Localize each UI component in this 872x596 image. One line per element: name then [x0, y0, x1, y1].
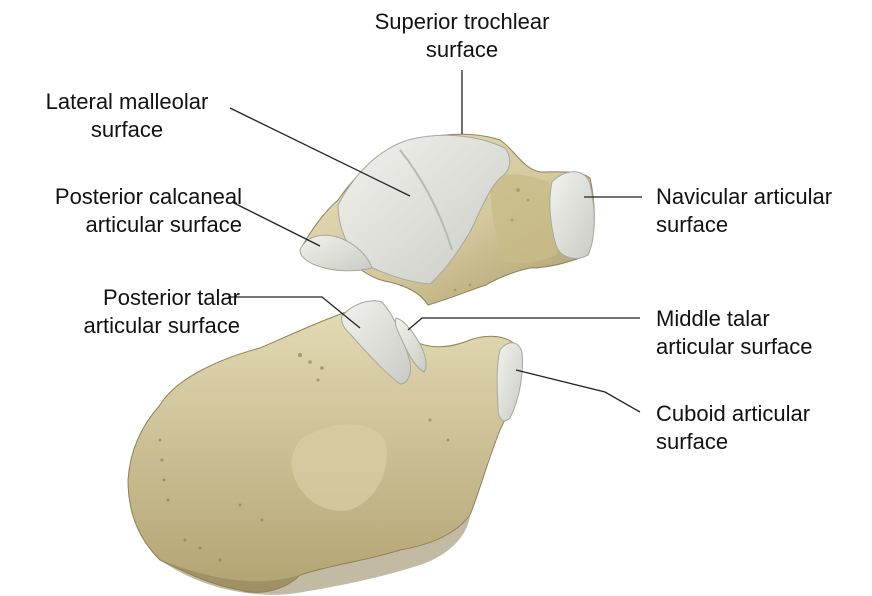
label-cuboid-articular-surface: Cuboid articular surface	[656, 400, 866, 456]
label-line-2: surface	[656, 428, 866, 456]
leader-cuboid	[516, 370, 640, 412]
label-middle-talar-articular-surface: Middle talar articular surface	[656, 305, 866, 361]
label-line-2: articular surface	[656, 333, 866, 361]
label-navicular-articular-surface: Navicular articular surface	[656, 183, 870, 239]
leader-middle-talar	[408, 318, 640, 330]
label-line-1: Superior trochlear	[358, 8, 566, 36]
talus-neck	[490, 174, 559, 263]
calcaneus-bone	[128, 301, 523, 595]
label-line-1: Middle talar	[656, 305, 866, 333]
label-line-1: Posterior calcaneal	[4, 183, 242, 211]
talus-bone	[300, 134, 594, 305]
label-line-2: surface	[32, 116, 222, 144]
label-line-1: Cuboid articular	[656, 400, 866, 428]
label-posterior-calcaneal-articular-surface: Posterior calcaneal articular surface	[4, 183, 242, 239]
label-superior-trochlear-surface: Superior trochlear surface	[358, 8, 566, 64]
label-posterior-talar-articular-surface: Posterior talar articular surface	[22, 284, 240, 340]
cuboid-articular-surface	[497, 343, 522, 421]
navicular-articular-surface	[550, 172, 594, 259]
label-line-1: Lateral malleolar	[32, 88, 222, 116]
label-line-2: surface	[656, 211, 870, 239]
label-line-2: articular surface	[4, 211, 242, 239]
label-line-1: Posterior talar	[22, 284, 240, 312]
label-line-2: surface	[358, 36, 566, 64]
label-lateral-malleolar-surface: Lateral malleolar surface	[32, 88, 222, 144]
label-line-2: articular surface	[22, 312, 240, 340]
leader-posterior-calcaneal	[232, 202, 320, 246]
label-line-1: Navicular articular	[656, 183, 870, 211]
